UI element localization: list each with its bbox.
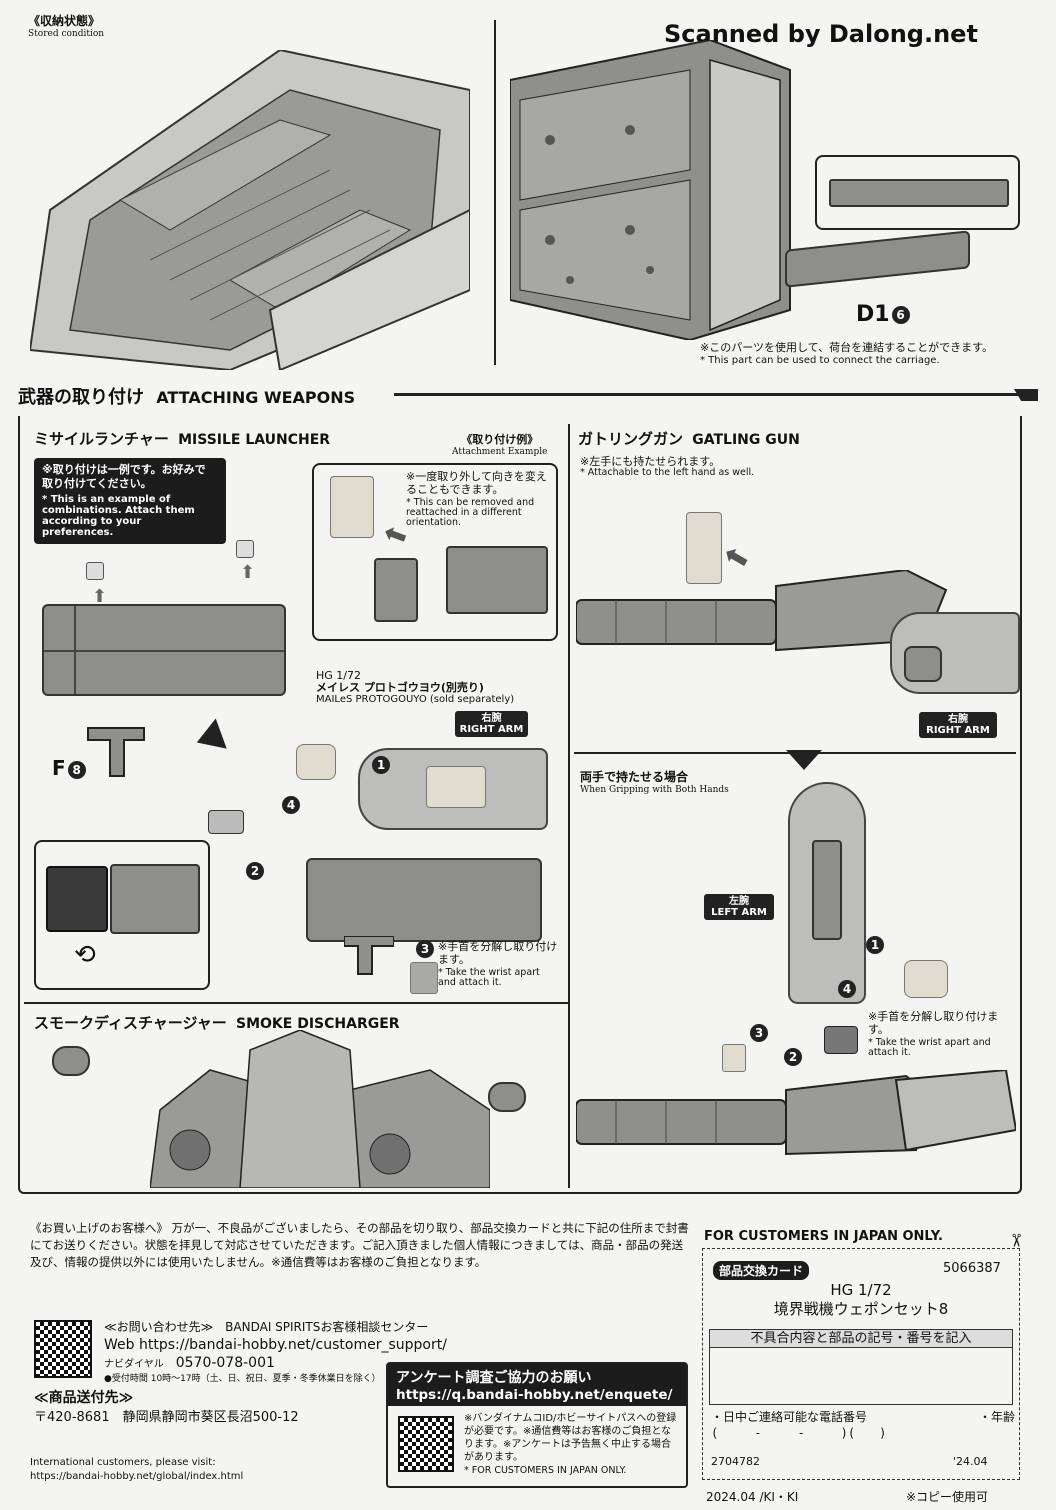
gatling-handle-ghost [686, 512, 722, 584]
carriage-note: ※このパーツを使用して、荷台を連結することができます。 * This part … [700, 341, 994, 366]
gatling-step-1: 1 [866, 936, 884, 954]
weapons-vertical-divider [568, 424, 570, 1188]
support-link[interactable]: https://bandai-hobby.net/customer_suppor… [138, 1337, 447, 1353]
right-arm-gatling [890, 612, 1020, 694]
grip-attached [343, 935, 395, 976]
missile-pod-small [374, 558, 418, 622]
card-phone-row: ・日中ご連絡可能な電話番号・年齢 ( - - )( ) [711, 1410, 1015, 1440]
card-fill-box: 不具合内容と部品の記号・番号を記入 [709, 1329, 1013, 1405]
survey-qr [398, 1416, 454, 1472]
missile-step-1: 1 [372, 756, 390, 774]
gatling-left-note: ※左手にも持たせられます。 * Attachable to the left h… [580, 455, 755, 478]
mech-torso-art [149, 1029, 491, 1189]
wrist-joint-gatling [824, 1026, 858, 1054]
gatling-step-4: 4 [838, 980, 856, 998]
smoke-part-left [52, 1046, 90, 1076]
grip-part-f8 [86, 726, 146, 780]
international-link[interactable]: https://bandai-hobby.net/global/index.ht… [30, 1471, 244, 1482]
right-arm-badge-missile: 右腕 RIGHT ARM [455, 711, 528, 737]
missile-peg-1 [86, 562, 104, 580]
triangle-down-marker [786, 750, 822, 770]
wrist-note-missile: ※手首を分解し取り付けます。 * Take the wrist apart an… [438, 940, 558, 988]
left-arm-gatling [788, 782, 866, 1004]
gatling-title: ガトリングガン GATLING GUN [578, 430, 800, 448]
contact-qr [34, 1320, 92, 1378]
launcher-tubes [110, 864, 200, 934]
copy-note: ※コピー使用可 [906, 1490, 989, 1504]
hand-ghost-missile [296, 744, 336, 780]
both-hands-label: 両手で持たせる場合 When Gripping with Both Hands [580, 770, 729, 795]
connector-part-top [829, 179, 1009, 207]
section-title-bar: 武器の取り付け ATTACHING WEAPONS [14, 381, 1042, 408]
missile-step-3: 3 [416, 940, 434, 958]
section-title-jp: 武器の取り付け [18, 387, 144, 408]
arrow-missile-up-1: ⬆ [92, 586, 108, 607]
launcher-cap-dark [46, 866, 108, 932]
right-arm-badge-gatling: 右腕 RIGHT ARM [919, 712, 997, 738]
international-block: International customers, please visit: h… [30, 1457, 244, 1482]
card-label: 部品交換カード [713, 1261, 810, 1280]
arrow-missile-up-2: ⬆ [240, 562, 256, 583]
missile-step-4: 4 [282, 796, 300, 814]
reattach-inset [312, 463, 558, 641]
ship-block: ≪商品送付先≫ 〒420-8681 静岡県静岡市葵区長沼500-12 [34, 1390, 299, 1425]
japan-only-label: FOR CUSTOMERS IN JAPAN ONLY. [704, 1229, 943, 1244]
wrist-note-gatling: ※手首を分解し取り付けます。 * Take the wrist apart an… [868, 1010, 999, 1058]
hg-mailes-label: HG 1/72 メイレス プロトゴウヨウ(別売り) MAILeS PROTOGO… [316, 669, 515, 706]
card-code2: 2704782 [711, 1455, 760, 1468]
missile-title: ミサイルランチャー MISSILE LAUNCHER [34, 430, 331, 448]
stored-condition-illustration [28, 48, 471, 372]
weapons-frame [18, 416, 1022, 1194]
card-product: HG 1/72 境界戦機ウェポンセット8 [773, 1281, 949, 1318]
missile-launcher-main [42, 604, 286, 696]
smoke-discharger-illustration [149, 1029, 491, 1189]
missile-pod-long [446, 546, 548, 614]
gatling-step-3: 3 [750, 1024, 768, 1042]
card-code: 5066387 [943, 1261, 1001, 1276]
rotation-inset: ⟲ [34, 840, 210, 990]
reattach-note: ※一度取り外して向きを変えることもできます。 * This can be rem… [406, 470, 547, 528]
missile-step-2: 2 [246, 862, 264, 880]
rotate-arrow-icon: ⟲ [74, 940, 96, 970]
part-inset-box [815, 155, 1020, 230]
carriage-connect-art [509, 38, 791, 342]
wrist-part-gatling [722, 1044, 746, 1072]
wrist-part-missile [410, 962, 438, 994]
wrist-joint-missile [208, 810, 244, 834]
carriage-stored-art [28, 48, 471, 372]
smoke-divider [24, 1002, 568, 1004]
contact-block: ≪お問い合わせ先≫ BANDAI SPIRITSお客様相談センター Web ht… [104, 1320, 447, 1384]
connector-part [785, 230, 970, 288]
attachment-example-label: 《取り付け例》 Attachment Example [452, 433, 548, 457]
missile-launcher-attached [306, 858, 542, 942]
section-title-en: ATTACHING WEAPONS [156, 388, 356, 407]
carriage-connect-illustration [509, 38, 810, 342]
dial-number: 0570-078-001 [175, 1355, 275, 1371]
footer-date: 2024.04 /KI・KI [706, 1490, 799, 1504]
survey-box: アンケート調査ご協力のお願い https://q.bandai-hobby.ne… [386, 1362, 688, 1488]
customer-notice: 《お買い上げのお客様へ》 万が一、不良品がございましたら、その部品を切り取り、部… [30, 1221, 689, 1269]
top-divider [494, 20, 496, 365]
smoke-title: スモークディスチャージャー SMOKE DISCHARGER [34, 1014, 400, 1032]
gatling-gun-lower [575, 1068, 1018, 1180]
stored-condition-label: 《収納状態》 Stored condition [28, 14, 105, 39]
parts-exchange-card: 部品交換カード 5066387 HG 1/72 境界戦機ウェポンセット8 不具合… [702, 1248, 1020, 1480]
hand-ghost-gatling [904, 960, 948, 998]
card-date-small: '24.04 [953, 1455, 988, 1468]
missile-pod-ghost [330, 476, 374, 538]
gatling-gun-both-hands-art [575, 1068, 1018, 1156]
missile-peg-2 [236, 540, 254, 558]
left-arm-badge: 左腕 LEFT ARM [704, 894, 774, 920]
example-note-box: ※取り付けは一例です。お好みで取り付けてください。 * This is an e… [34, 458, 226, 544]
gatling-step-2: 2 [784, 1048, 802, 1066]
scissors-icon: ✂ [1005, 1232, 1027, 1249]
smoke-part-right [488, 1082, 526, 1112]
survey-link[interactable]: https://q.bandai-hobby.net/enquete/ [396, 1387, 673, 1403]
